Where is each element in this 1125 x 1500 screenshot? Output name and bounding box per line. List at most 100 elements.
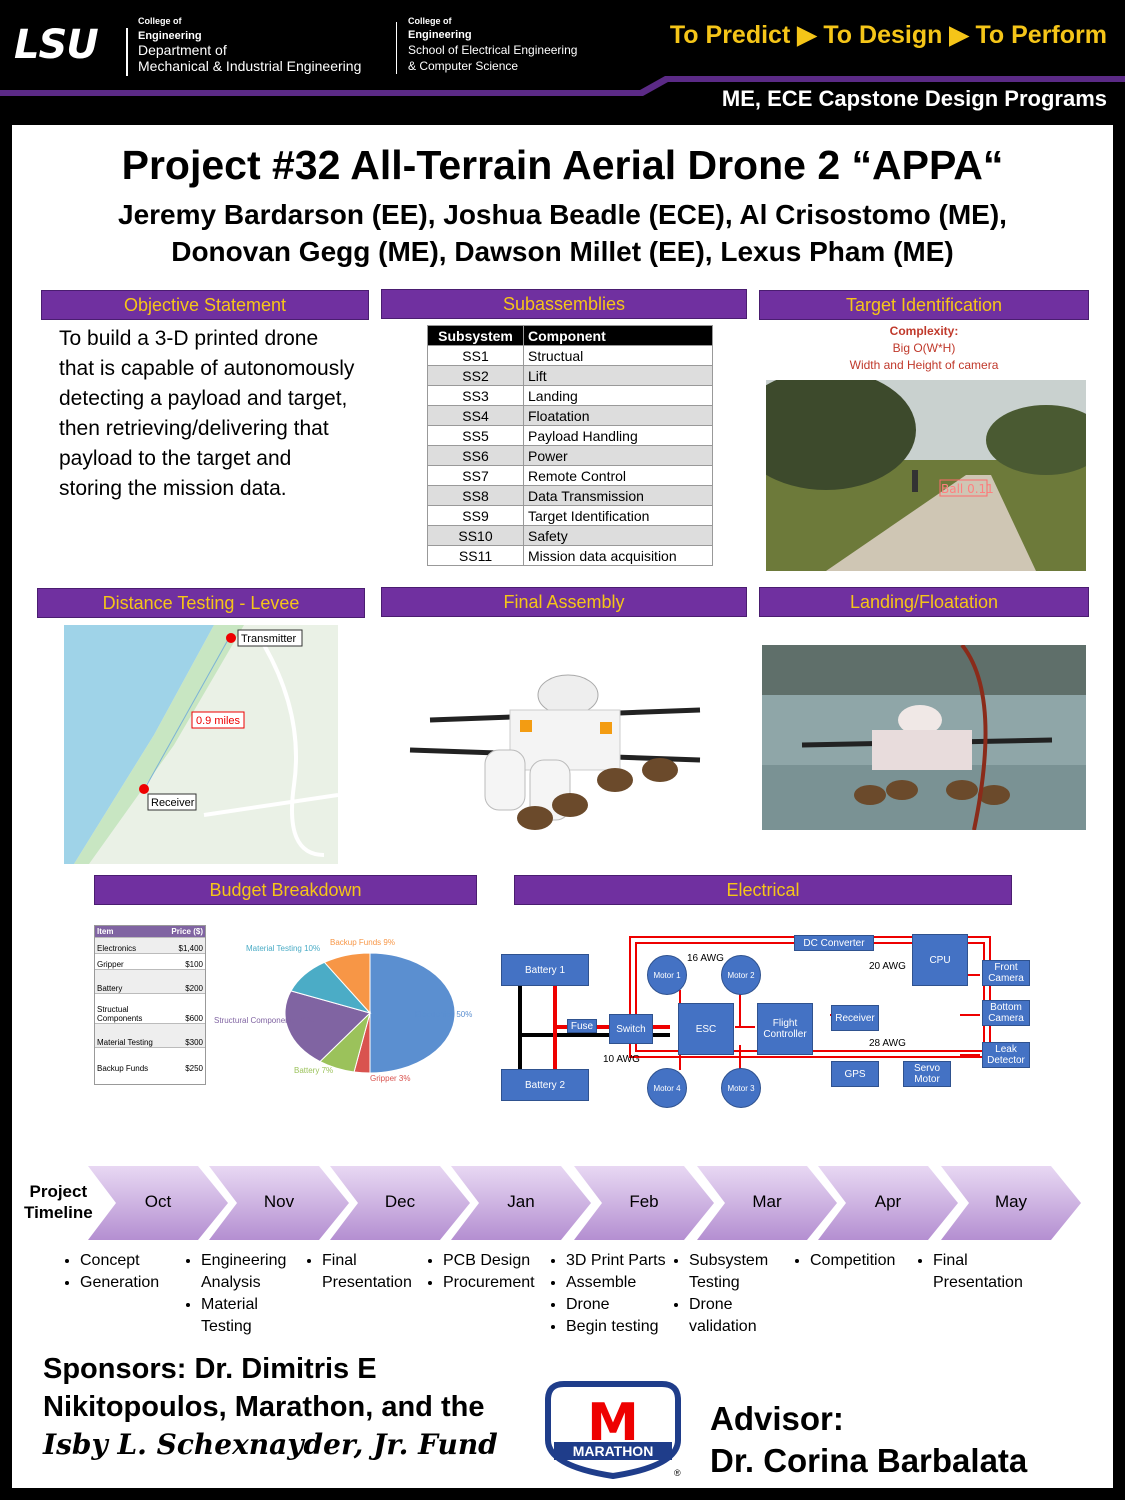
budget-row: Structual Components$600 <box>95 993 205 1023</box>
timeline-month-nov: Nov <box>209 1166 349 1240</box>
budget-row: Battery$200 <box>95 969 205 993</box>
timeline-month-dec: Dec <box>330 1166 470 1240</box>
motor4: Motor 4 <box>647 1068 687 1108</box>
motor1: Motor 1 <box>647 955 687 995</box>
header <box>0 0 1125 125</box>
pie-label: Backup Funds 9% <box>330 938 395 947</box>
cpu-box: CPU <box>912 934 968 986</box>
subassemblies-heading: Subassemblies <box>381 289 747 319</box>
tagline: To Predict ▶ To Design ▶ To Perform <box>669 21 1107 49</box>
budget-row: Backup Funds$250 <box>95 1047 205 1073</box>
timeline-month-apr: Apr <box>818 1166 958 1240</box>
complexity-note: Complexity: Big O(W*H) Width and Height … <box>849 324 999 372</box>
pie-label: Battery 7% <box>294 1066 333 1075</box>
timeline-items-may: Final Presentation <box>911 1250 1037 1294</box>
pie-label: Electronics 50% <box>415 1010 472 1019</box>
authors-line2: Donovan Gegg (ME), Dawson Millet (EE), L… <box>171 236 954 267</box>
project-title: Project #32 All-Terrain Aerial Drone 2 “… <box>121 142 1004 188</box>
target-camera-image: Ball 0.11 <box>766 380 1086 571</box>
switch-box: Switch <box>609 1014 653 1044</box>
pie-slice <box>323 952 371 1015</box>
marathon-logo: M MARATHON ® <box>545 1381 681 1480</box>
awg16-label: 16 AWG <box>687 953 724 964</box>
landing-photo <box>762 645 1086 830</box>
bottom-camera-box: Bottom Camera <box>982 1000 1030 1026</box>
pie-slice <box>284 990 371 1063</box>
receiver-label: Receiver <box>151 797 195 809</box>
timeline-items-nov: Engineering AnalysisMaterial Testing <box>179 1250 305 1338</box>
levee-map: Transmitter Receiver 0.9 miles <box>64 625 338 864</box>
dc-converter-box: DC Converter <box>794 935 874 951</box>
pie-label: Material Testing 10% <box>246 944 320 953</box>
header-stripe <box>0 76 1125 96</box>
transmitter-label: Transmitter <box>241 633 297 645</box>
battery2-box: Battery 2 <box>501 1069 589 1101</box>
drone-photo <box>409 674 701 830</box>
budget-heading: Budget Breakdown <box>94 875 477 905</box>
timeline-items-dec: Final Presentation <box>300 1250 426 1294</box>
front-camera-box: Front Camera <box>982 960 1030 986</box>
pie-label: Structural Components 21% <box>214 1016 314 1025</box>
distance-heading: Distance Testing - Levee <box>37 588 365 618</box>
timeline-month-feb: Feb <box>574 1166 714 1240</box>
electrical-heading: Electrical <box>514 875 1012 905</box>
motor3: Motor 3 <box>721 1068 761 1108</box>
motor2: Motor 2 <box>721 955 761 995</box>
divider <box>396 22 397 74</box>
timeline-month-mar: Mar <box>697 1166 837 1240</box>
awg10-label: 10 AWG <box>603 1054 640 1065</box>
awg20-label: 20 AWG <box>869 961 906 972</box>
landing-heading: Landing/Floatation <box>759 587 1089 617</box>
final-assembly-heading: Final Assembly <box>381 587 747 617</box>
timeline-items-oct: ConceptGeneration <box>58 1250 184 1294</box>
timeline-items-feb: 3D Print PartsAssembleDroneBegin testing <box>544 1250 670 1338</box>
battery1-box: Battery 1 <box>501 954 589 986</box>
timeline-month-may: May <box>941 1166 1081 1240</box>
leak-detector-box: Leak Detector <box>982 1042 1030 1068</box>
target-heading: Target Identification <box>759 290 1089 320</box>
svg-text:MARATHON: MARATHON <box>573 1443 654 1459</box>
objective-text: To build a 3-D printed drone that is cap… <box>59 327 355 500</box>
lsu-logo: LSU <box>14 22 99 68</box>
esc-box: ESC <box>678 1003 734 1055</box>
detection-label: Ball 0.11 <box>941 482 994 496</box>
receiver-box: Receiver <box>831 1005 879 1031</box>
budget-row: Gripper$100 <box>95 953 205 969</box>
budget-row: Material Testing$300 <box>95 1023 205 1047</box>
pie-slice <box>369 952 456 1074</box>
pie-label: Gripper 3% <box>370 1074 410 1083</box>
advisor: Advisor:Dr. Corina Barbalata <box>710 1400 1028 1479</box>
fuse-box: Fuse <box>567 1019 597 1033</box>
authors-line1: Jeremy Bardarson (EE), Joshua Beadle (EC… <box>118 199 1007 230</box>
servo-box: Servo Motor <box>903 1061 951 1087</box>
timeline-items-jan: PCB DesignProcurement <box>421 1250 547 1294</box>
divider <box>126 28 128 76</box>
timeline-items-mar: Subsystem TestingDrone validation <box>667 1250 793 1338</box>
objective-heading: Objective Statement <box>41 290 369 320</box>
gps-box: GPS <box>831 1061 879 1087</box>
timeline-month-jan: Jan <box>451 1166 591 1240</box>
timeline-items-apr: Competition <box>788 1250 914 1272</box>
svg-text:®: ® <box>674 1468 681 1478</box>
distance-label: 0.9 miles <box>196 715 241 727</box>
flight-controller-box: Flight Controller <box>757 1003 813 1055</box>
budget-row: Electronics$1,400 <box>95 937 205 953</box>
budget-pie-chart: Electronics 50% Gripper 3% Battery 7% Struc… <box>214 938 472 1083</box>
timeline-month-oct: Oct <box>88 1166 228 1240</box>
program-title: ME, ECE Capstone Design Programs <box>721 86 1107 111</box>
awg28-label: 28 AWG <box>869 1038 906 1049</box>
